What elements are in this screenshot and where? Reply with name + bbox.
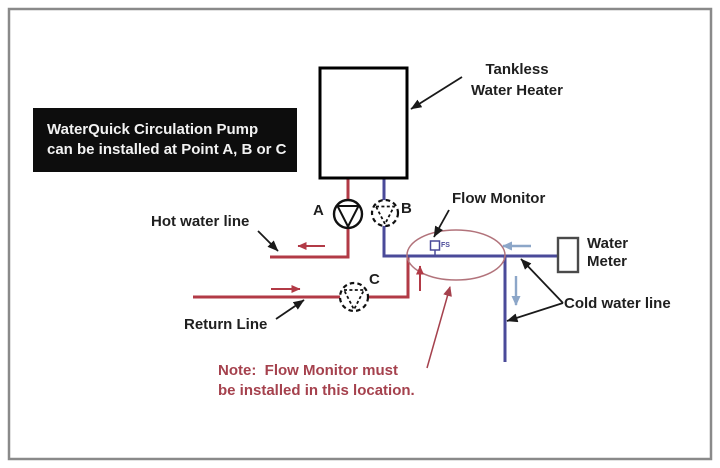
tankless-label-line2: Water Heater xyxy=(471,82,563,99)
cold-water-line-label: Cold water line xyxy=(564,295,671,312)
return-line-label: Return Line xyxy=(184,316,268,333)
flow-monitor-highlight-ellipse xyxy=(406,229,506,281)
cold-water-pointer-arrow-upper xyxy=(520,258,564,304)
tankless-water-heater-box xyxy=(318,66,409,180)
info-box: WaterQuick Circulation Pump can be insta… xyxy=(33,108,297,172)
note-line2: be installed in this location. xyxy=(218,382,415,399)
return-line-pipe xyxy=(193,255,410,299)
flow-switch-label: FS xyxy=(441,242,450,249)
note-text: Note: Flow Monitor must be installed in … xyxy=(218,361,415,401)
tankless-label-line1: Tankless xyxy=(485,61,549,78)
hot-water-line-label: Hot water line xyxy=(151,213,250,230)
point-a-label: A xyxy=(313,202,324,219)
tankless-pointer-arrow xyxy=(410,76,463,110)
water-meter-box xyxy=(556,236,580,274)
info-box-line1: WaterQuick Circulation Pump xyxy=(47,121,259,138)
note-pointer-arrow xyxy=(426,286,452,369)
return-line-pointer-arrow xyxy=(275,299,305,320)
water-meter-label-line2: Meter xyxy=(587,253,628,270)
pump-symbol-b xyxy=(370,198,400,228)
hot-water-pointer-arrow xyxy=(257,230,279,252)
flow-switch-square xyxy=(429,240,441,251)
point-c-label: C xyxy=(369,271,380,288)
tankless-water-heater-label: Tankless Water Heater xyxy=(452,59,582,101)
cold-water-pointer-arrow-lower xyxy=(506,302,564,323)
pump-symbol-c xyxy=(338,281,370,313)
point-b-label: B xyxy=(401,200,412,217)
water-meter-label-line1: Water xyxy=(587,235,629,252)
diagram-border xyxy=(7,7,713,461)
info-box-line2: can be installed at Point A, B or C xyxy=(47,141,287,158)
flow-monitor-label: Flow Monitor xyxy=(452,190,546,207)
note-line1: Note: Flow Monitor must xyxy=(218,362,398,379)
flow-monitor-pointer-arrow xyxy=(433,209,450,238)
water-meter-label: Water Meter xyxy=(587,235,628,271)
pump-symbol-a xyxy=(332,198,364,230)
